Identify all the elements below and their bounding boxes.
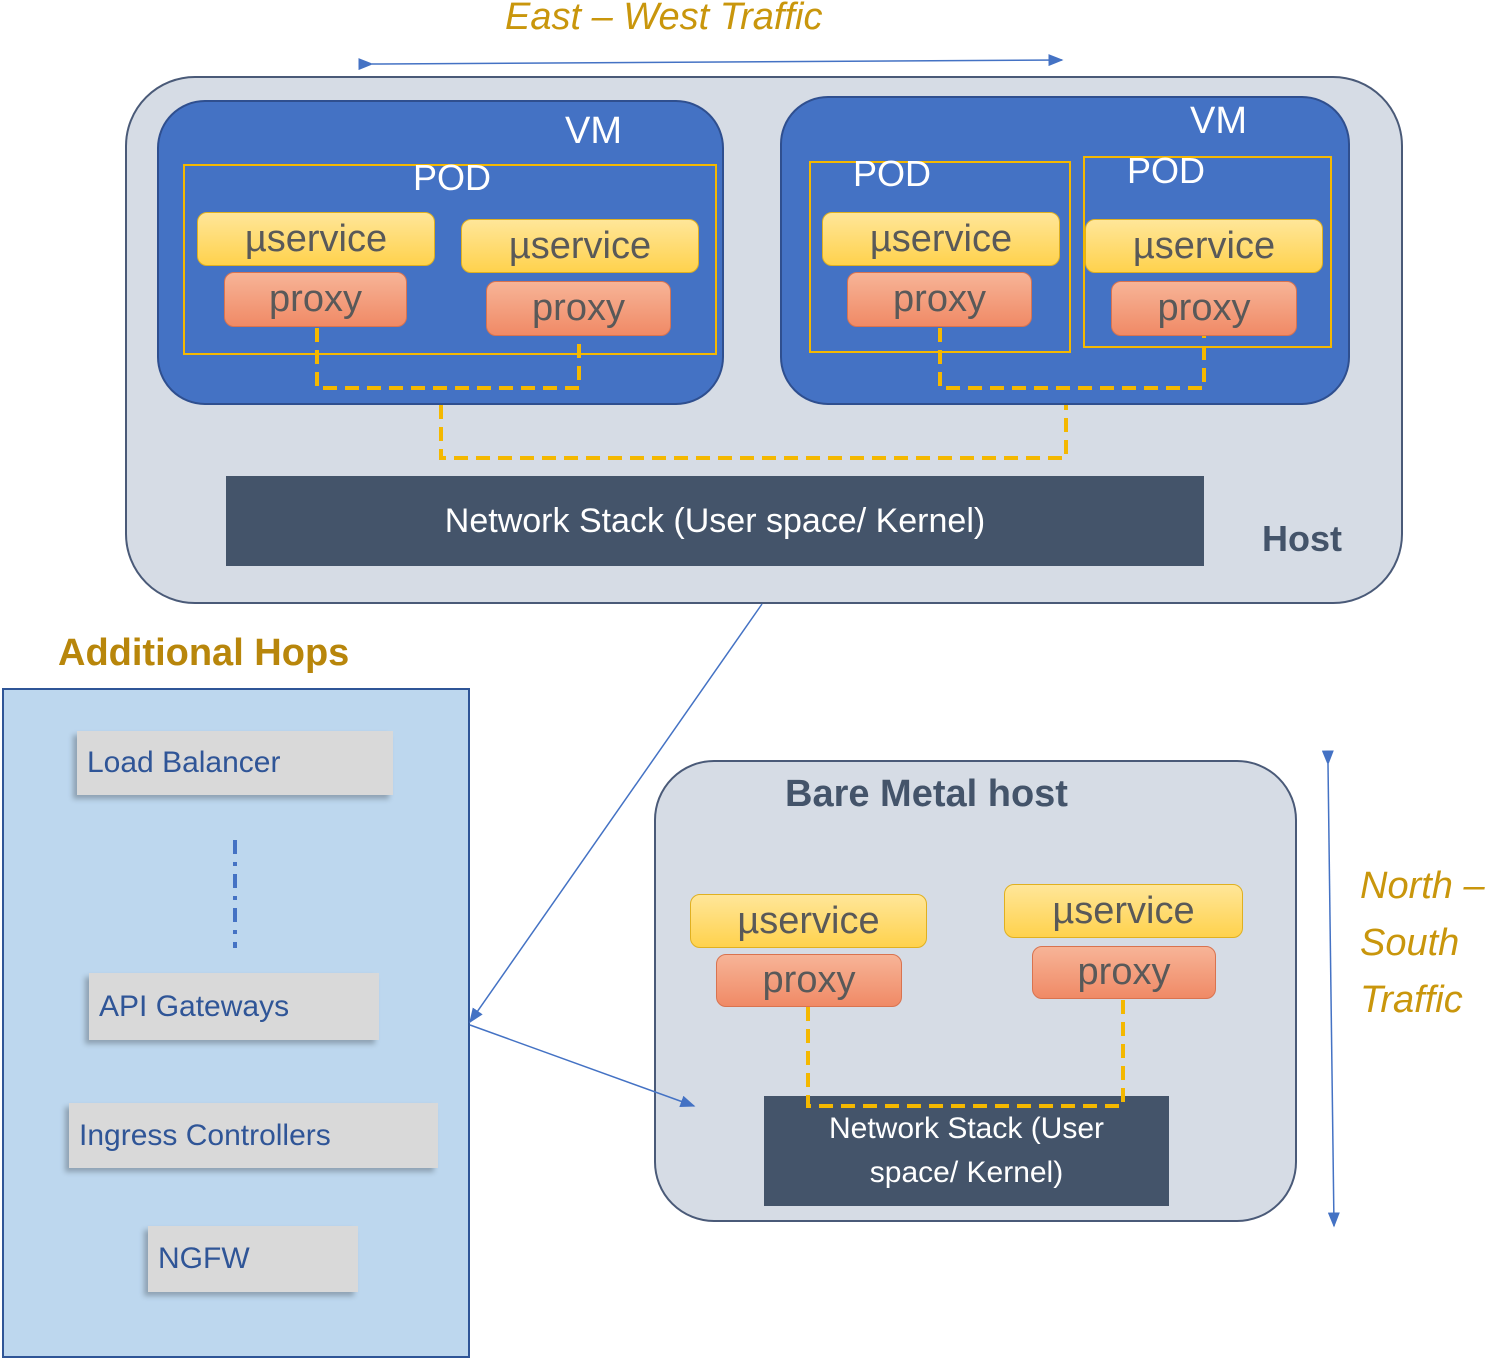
north-south-line-2: South bbox=[1360, 922, 1460, 964]
bare-metal-network-stack: Network Stack (User space/ Kernel) bbox=[764, 1096, 1169, 1206]
additional-hops-title: Additional Hops bbox=[58, 632, 350, 674]
hop-ngfw: NGFW bbox=[148, 1226, 358, 1292]
service-box: µservice bbox=[461, 219, 699, 273]
bare-metal-proxy-link bbox=[806, 999, 1125, 1108]
hop-api-gateways: API Gateways bbox=[89, 973, 379, 1040]
vm-left-label: VM bbox=[565, 110, 622, 152]
service-box: µservice bbox=[1004, 884, 1243, 938]
east-west-arrow bbox=[358, 54, 1064, 71]
proxy-box: proxy bbox=[1111, 281, 1297, 336]
pod-right-2-label: POD bbox=[1127, 150, 1206, 191]
hop-ingress-controllers: Ingress Controllers bbox=[69, 1103, 438, 1168]
service-box: µservice bbox=[690, 894, 927, 948]
proxy-box: proxy bbox=[1032, 946, 1216, 999]
proxy-box: proxy bbox=[486, 281, 671, 336]
cross-vm-link bbox=[439, 405, 1068, 460]
proxy-box: proxy bbox=[716, 954, 902, 1007]
pod-right-2 bbox=[1083, 156, 1332, 348]
service-box: µservice bbox=[197, 212, 435, 266]
proxy-box: proxy bbox=[847, 272, 1032, 327]
hops-to-baremetal-arrow bbox=[469, 1024, 696, 1108]
hop-load-balancer: Load Balancer bbox=[77, 731, 393, 795]
north-south-traffic-label: North – South Traffic bbox=[1360, 858, 1485, 1029]
left-vm-proxy-link bbox=[315, 328, 581, 390]
service-box: µservice bbox=[822, 212, 1060, 266]
right-vm-proxy-link bbox=[938, 328, 1206, 390]
network-stack-line-2: space/ Kernel) bbox=[869, 1156, 1064, 1189]
pod-left-label: POD bbox=[413, 157, 492, 198]
network-stack-line-1: Network Stack (User bbox=[828, 1112, 1105, 1145]
host-network-stack: Network Stack (User space/ Kernel) bbox=[226, 476, 1204, 566]
pod-right-1-label: POD bbox=[853, 153, 932, 194]
vm-right-label: VM bbox=[1190, 100, 1247, 142]
north-south-arrow bbox=[1321, 750, 1340, 1228]
pod-left bbox=[183, 164, 717, 355]
service-box: µservice bbox=[1085, 219, 1323, 273]
north-south-line-3: Traffic bbox=[1360, 979, 1463, 1021]
proxy-box: proxy bbox=[224, 272, 407, 327]
north-south-line-1: North – bbox=[1360, 865, 1485, 907]
east-west-traffic-label: East – West Traffic bbox=[505, 0, 823, 38]
host-label: Host bbox=[1262, 518, 1342, 559]
bare-metal-title: Bare Metal host bbox=[785, 773, 1068, 815]
host-to-hops-arrow bbox=[469, 603, 763, 1024]
